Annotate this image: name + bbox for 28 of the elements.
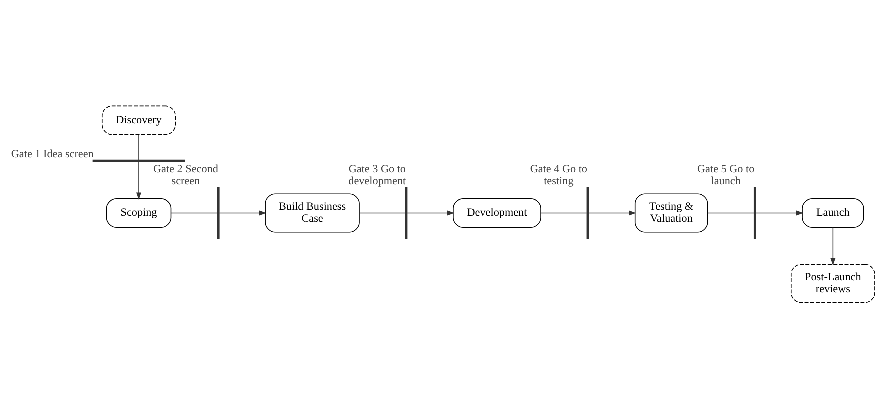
connector [707, 212, 754, 214]
node-bar [217, 186, 220, 240]
node-box: Build Business Case [265, 193, 360, 232]
node-box: Scoping [106, 198, 172, 228]
node-box: Discovery [102, 105, 176, 135]
arrow [830, 226, 836, 266]
connector [540, 212, 588, 214]
node-box: Testing & Valuation [634, 193, 708, 232]
arrow [407, 210, 455, 216]
node-label: Gate 5 Go to launch [698, 162, 755, 187]
node-label: Gate 4 Go to testing [530, 162, 588, 187]
node-box: Development [453, 198, 542, 228]
arrow [588, 210, 636, 216]
node-box: Post-Launch reviews [790, 264, 876, 303]
node-label: Gate 1 Idea screen [11, 148, 94, 160]
connector [138, 134, 140, 160]
node-label: Gate 3 Go to development [348, 162, 406, 187]
node-label: Gate 2 Second screen [154, 162, 218, 187]
node-bar [92, 159, 186, 162]
arrow [136, 161, 142, 200]
arrow [219, 210, 267, 216]
node-bar [754, 186, 756, 240]
node-box: Launch [802, 198, 864, 228]
connector [170, 212, 218, 214]
node-bar [405, 186, 408, 240]
arrow [756, 210, 804, 216]
connector [359, 212, 406, 214]
node-bar [586, 186, 590, 240]
